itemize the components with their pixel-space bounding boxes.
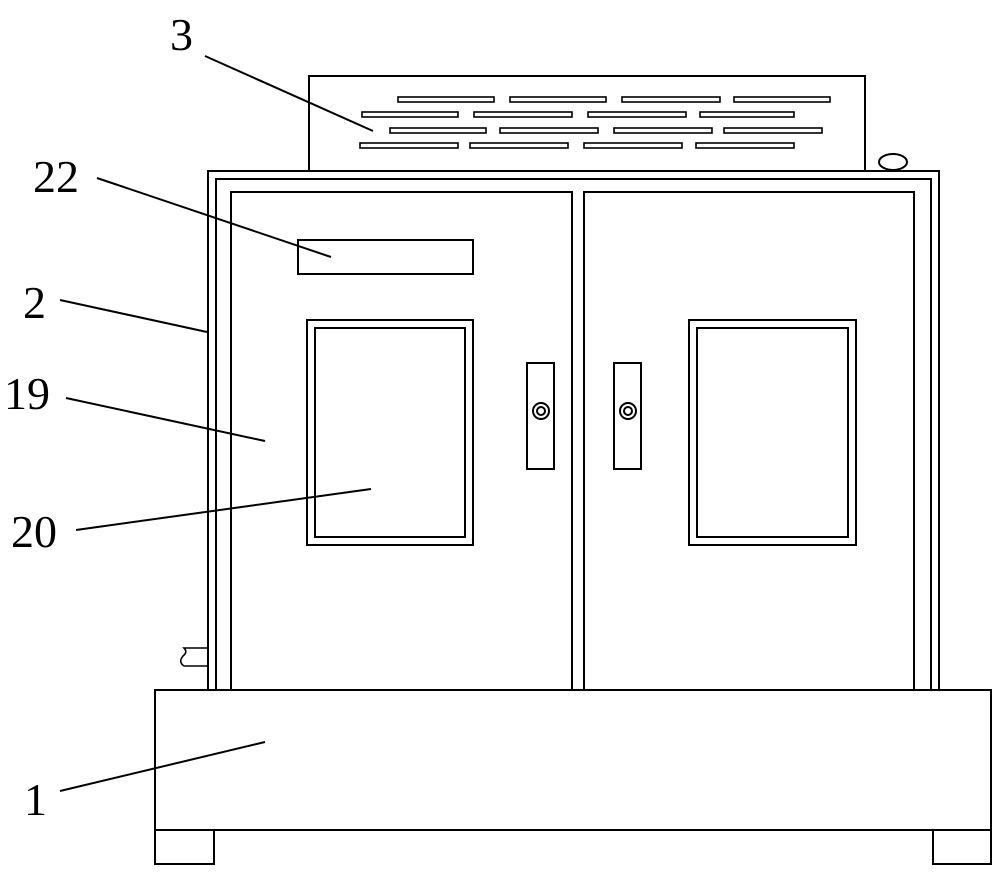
label-2: 2 — [23, 277, 46, 328]
right-handle — [613, 362, 642, 470]
right-window-outer — [688, 319, 857, 546]
left-window-inner — [314, 327, 466, 538]
vent-slots — [359, 96, 831, 149]
label-20: 20 — [11, 506, 57, 557]
vent-housing — [308, 75, 866, 172]
right-foot — [932, 829, 992, 865]
top-knob — [878, 153, 908, 171]
left-foot — [154, 829, 215, 865]
left-handle — [526, 362, 555, 470]
label-1: 1 — [24, 774, 47, 825]
cabinet-body — [207, 170, 940, 692]
right-window-inner — [696, 327, 849, 538]
leader-lines — [59, 55, 374, 792]
side-pipe — [179, 647, 208, 667]
label-19: 19 — [4, 368, 50, 419]
label-22: 22 — [33, 151, 79, 202]
nameplate — [297, 239, 474, 275]
base — [154, 689, 992, 865]
label-3: 3 — [170, 9, 193, 60]
left-window-outer — [306, 319, 474, 546]
